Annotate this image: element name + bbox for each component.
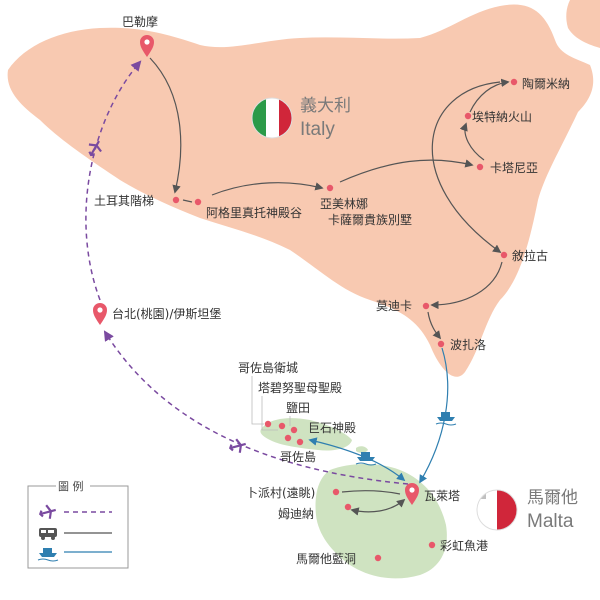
malta-name-zh: 馬爾他 <box>527 488 578 508</box>
city-dot <box>374 554 382 562</box>
city-dot <box>344 503 352 511</box>
label-ta-pinu: 塔碧努聖母聖殿 <box>258 380 342 395</box>
map-legend: 圖 例 <box>27 479 129 569</box>
label-mdina: 姆迪納 <box>278 507 314 521</box>
malta-flag-icon <box>476 489 518 531</box>
location-pin-icon <box>140 35 154 57</box>
label-gozo: 哥佐島 <box>280 449 316 464</box>
city-dot <box>422 302 430 310</box>
route-valletta-dingli <box>341 490 401 495</box>
label-scala-dei-turchi: 土耳其階梯 <box>94 193 154 208</box>
road-routes <box>149 57 510 516</box>
label-syracuse: 敘拉古 <box>512 248 548 263</box>
airplane-icon <box>38 504 57 519</box>
city-dot <box>476 163 484 171</box>
city-dot <box>290 426 298 434</box>
calabria-tip <box>566 0 600 48</box>
label-marsaxlokk: 彩虹魚港 <box>440 539 488 553</box>
city-dot <box>464 112 472 120</box>
route-etna-taormina <box>469 78 510 113</box>
route-syracuse-modica <box>430 261 503 310</box>
city-dot <box>296 438 304 446</box>
ferry-icon <box>37 548 59 562</box>
city-dot <box>332 488 340 496</box>
label-gozo-citadel: 哥佐島衛城 <box>238 360 298 375</box>
label-pozzallo: 波扎洛 <box>450 337 486 352</box>
legend-title: 圖 例 <box>58 479 84 493</box>
comino-island <box>356 446 368 453</box>
ferry-icon <box>355 452 377 466</box>
city-dot <box>428 541 436 549</box>
malta-name-en: Malta <box>527 511 574 532</box>
label-palermo: 巴勒摩 <box>122 14 158 29</box>
label-salt-pans: 鹽田 <box>286 400 310 415</box>
route-taormina-syracuse <box>431 81 502 253</box>
italy-name-en: Italy <box>300 119 335 140</box>
label-taipei: 台北(桃園)/伊斯坦堡 <box>112 306 221 321</box>
flight-valletta-taipei <box>103 330 409 485</box>
label-catania: 卡塔尼亞 <box>490 161 538 175</box>
route-piazza-catania <box>339 159 474 183</box>
ferry-icon <box>435 412 457 426</box>
flight-routes <box>85 60 409 485</box>
ferry-routes <box>308 347 449 484</box>
city-dot <box>284 434 292 442</box>
label-agrigento: 阿格里真托神殿谷 <box>206 205 302 220</box>
location-pin-icon <box>405 483 419 505</box>
city-dot <box>172 196 180 204</box>
label-piazza-armerina-1: 亞美林娜 <box>320 197 368 211</box>
city-dot <box>500 251 508 259</box>
bus-icon <box>39 528 57 540</box>
label-taormina: 陶爾米納 <box>522 76 570 91</box>
route-modica-pozzallo <box>427 311 442 340</box>
airplane-icon <box>228 438 247 453</box>
city-dot <box>264 420 272 428</box>
city-dots <box>172 78 518 562</box>
route-palermo-scala <box>149 57 182 194</box>
route-agrigento-piazza <box>211 182 324 196</box>
city-dot <box>326 184 334 192</box>
city-dot <box>510 78 518 86</box>
city-dot <box>194 198 202 206</box>
route-catania-etna <box>459 122 485 161</box>
italy-flag-icon <box>251 97 293 139</box>
label-piazza-armerina-2: 卡薩爾貴族別墅 <box>328 213 412 227</box>
italy-name-zh: 義大利 <box>300 96 351 116</box>
label-blue-grotto: 馬爾他藍洞 <box>296 552 356 566</box>
route-scala-agrigento <box>182 199 193 203</box>
label-valletta: 瓦萊塔 <box>424 489 460 503</box>
label-dingli: 卜派村(遠眺) <box>246 486 315 500</box>
label-ggantija: 巨石神殿 <box>308 421 356 435</box>
airplane-icon <box>88 140 102 157</box>
flight-taipei-palermo <box>85 60 142 301</box>
city-dot <box>278 422 286 430</box>
sicily-island <box>7 4 594 377</box>
location-pin-icon <box>93 303 107 325</box>
city-dot <box>437 340 445 348</box>
route-valletta-mdina <box>350 498 406 516</box>
label-modica: 莫迪卡 <box>376 299 412 313</box>
label-etna: 埃特納火山 <box>472 109 532 124</box>
